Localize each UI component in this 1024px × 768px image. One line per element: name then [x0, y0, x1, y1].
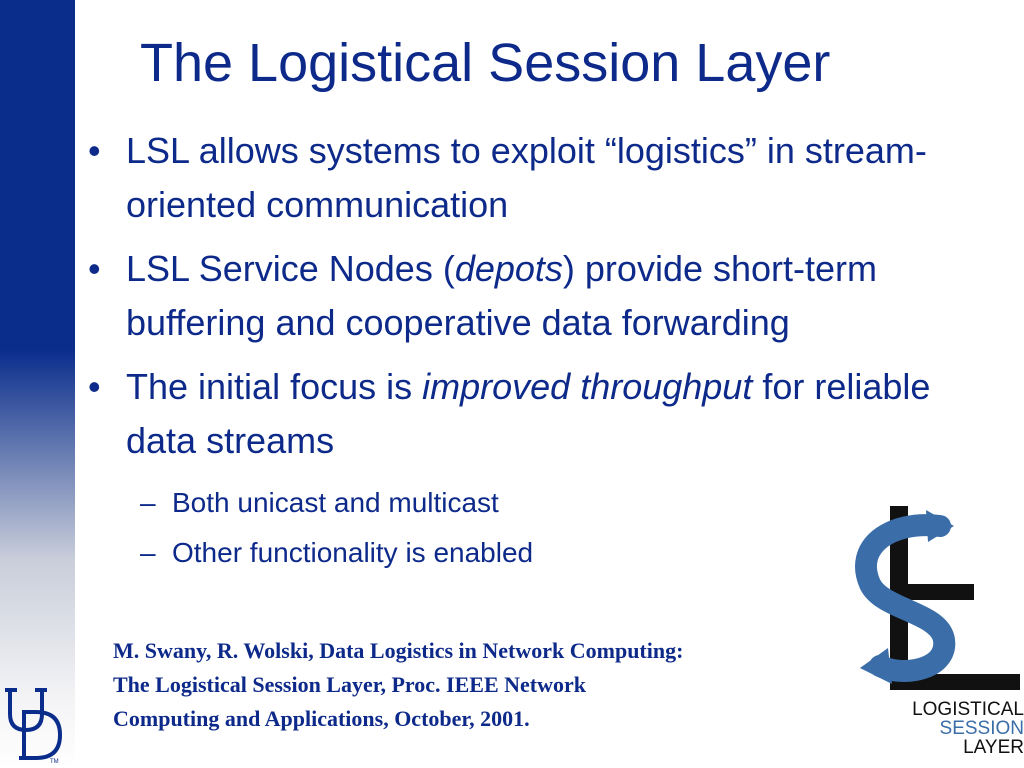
- sub-bullet-item: – Other functionality is enabled: [88, 528, 988, 578]
- citation-line: The Logistical Session Layer, Proc. IEEE…: [113, 672, 587, 697]
- bullet-marker: •: [88, 130, 101, 171]
- bullet-emphasis: depots: [454, 248, 563, 289]
- bullet-text: for reliable data streams: [126, 366, 931, 461]
- ud-logo-icon: TM: [5, 688, 63, 764]
- citation: M. Swany, R. Wolski, Data Logistics in N…: [113, 634, 873, 736]
- bullet-text: LSL Service Nodes (: [126, 248, 455, 289]
- bullet-emphasis: improved throughput: [422, 366, 753, 407]
- bullet-item: • LSL Service Nodes (depots) provide sho…: [88, 242, 988, 350]
- bullet-item: • The initial focus is improved throughp…: [88, 360, 988, 468]
- bullet-text: ) provide short-term buffering and coope…: [126, 248, 878, 343]
- citation-line: M. Swany, R. Wolski, Data Logistics in N…: [113, 638, 684, 663]
- trademark-label: TM: [50, 759, 59, 764]
- sub-bullet-text: Other functionality is enabled: [172, 537, 534, 568]
- citation-line: Computing and Applications, October, 200…: [113, 706, 530, 731]
- bullet-text: LSL allows systems to exploit “logistics…: [126, 130, 927, 225]
- lsl-logo-icon: [855, 506, 1020, 690]
- bullet-marker: •: [88, 366, 101, 407]
- sub-bullet-marker: –: [140, 487, 156, 518]
- lsl-word-session: SESSION: [939, 718, 1024, 739]
- lsl-word-layer: LAYER: [963, 737, 1024, 758]
- bullet-text: The initial focus is: [126, 366, 423, 407]
- lsl-word-logistical: LOGISTICAL: [912, 699, 1024, 720]
- bullet-list: • LSL allows systems to exploit “logisti…: [88, 124, 988, 578]
- bullet-marker: •: [88, 248, 101, 289]
- sub-bullet-item: – Both unicast and multicast: [88, 478, 988, 528]
- sidebar-band: [0, 0, 75, 768]
- sub-bullet-text: Both unicast and multicast: [172, 487, 499, 518]
- lsl-wordmark: LOGISTICAL SESSION LAYER: [888, 700, 1024, 757]
- slide-title: The Logistical Session Layer: [140, 33, 831, 93]
- sub-bullet-marker: –: [140, 537, 156, 568]
- bullet-item: • LSL allows systems to exploit “logisti…: [88, 124, 988, 232]
